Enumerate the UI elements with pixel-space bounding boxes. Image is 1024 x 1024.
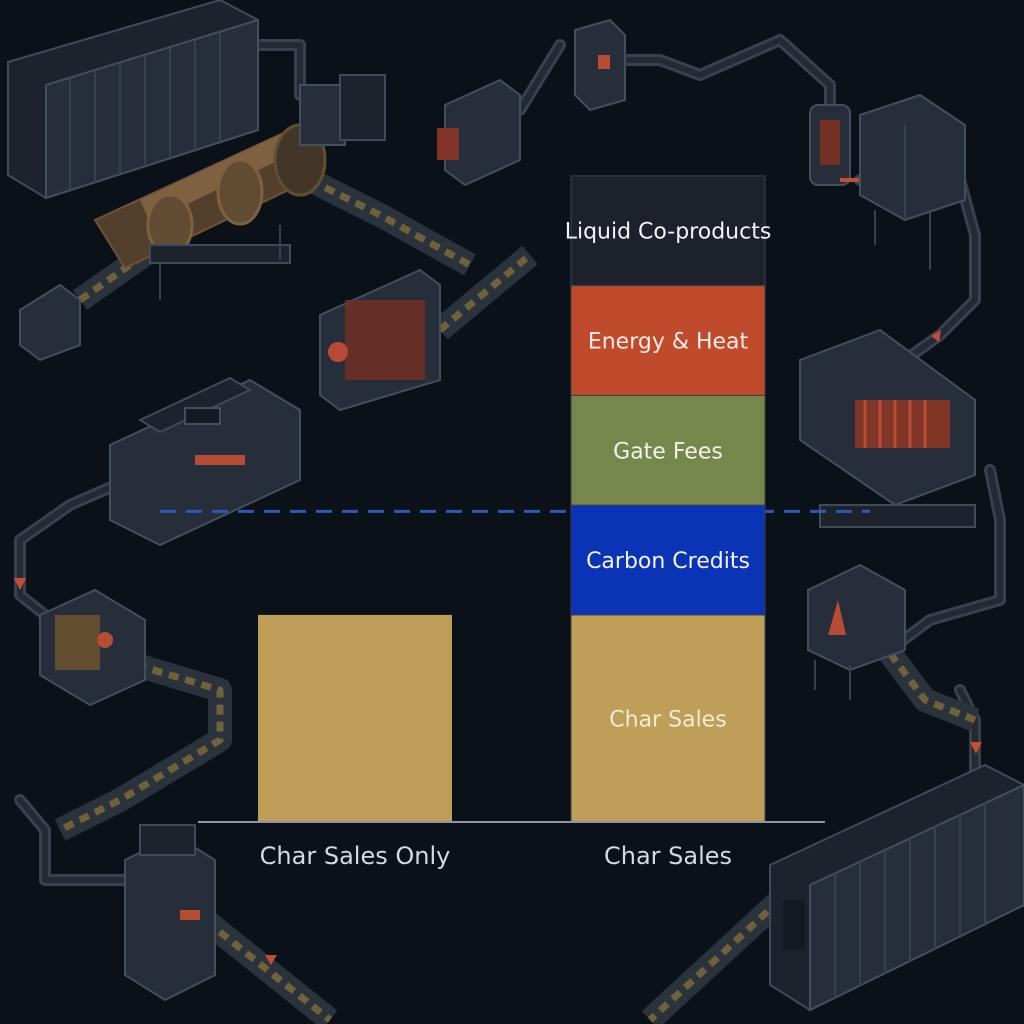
bar-segment	[258, 614, 452, 822]
heat-exchanger-icon	[437, 18, 626, 187]
segment-label: Carbon Credits	[586, 549, 750, 574]
cyclone-separator-icon	[809, 104, 870, 186]
category-labels: Char Sales Only Char Sales	[260, 842, 732, 870]
shipping-container-icon	[7, 0, 259, 200]
hopper-icon	[124, 824, 216, 1002]
flow-arrow-icon	[14, 330, 982, 965]
rotary-kiln-icon	[93, 123, 327, 300]
hopper-icon	[39, 588, 146, 707]
segment-labels: Char Sales Carbon Credits Gate Fees Energy …	[565, 220, 772, 733]
bar-segment	[570, 285, 766, 396]
segment-label: Energy & Heat	[588, 330, 749, 355]
segment-label: Gate Fees	[613, 439, 723, 464]
bars	[258, 175, 766, 823]
baghouse-filter-icon	[859, 93, 966, 270]
segment-label: Liquid Co-products	[565, 220, 772, 245]
heat-exchanger-icon	[799, 328, 976, 528]
bar-segment	[570, 504, 766, 616]
industrial-process-illustration	[7, 0, 1024, 1024]
stacked-bar-chart: Char Sales Carbon Credits Gate Fees Energy …	[160, 175, 870, 870]
shipping-container-icon	[769, 763, 1024, 1012]
bar-segment	[570, 175, 766, 287]
bar-segment	[570, 394, 766, 506]
category-label: Char Sales	[604, 842, 732, 870]
category-label: Char Sales Only	[260, 842, 451, 870]
bar-segment	[570, 614, 766, 823]
pyrolysis-reactor-icon	[109, 268, 441, 547]
hopper-icon	[807, 563, 906, 700]
segment-label: Char Sales	[609, 707, 726, 732]
hopper-icon	[19, 74, 386, 362]
